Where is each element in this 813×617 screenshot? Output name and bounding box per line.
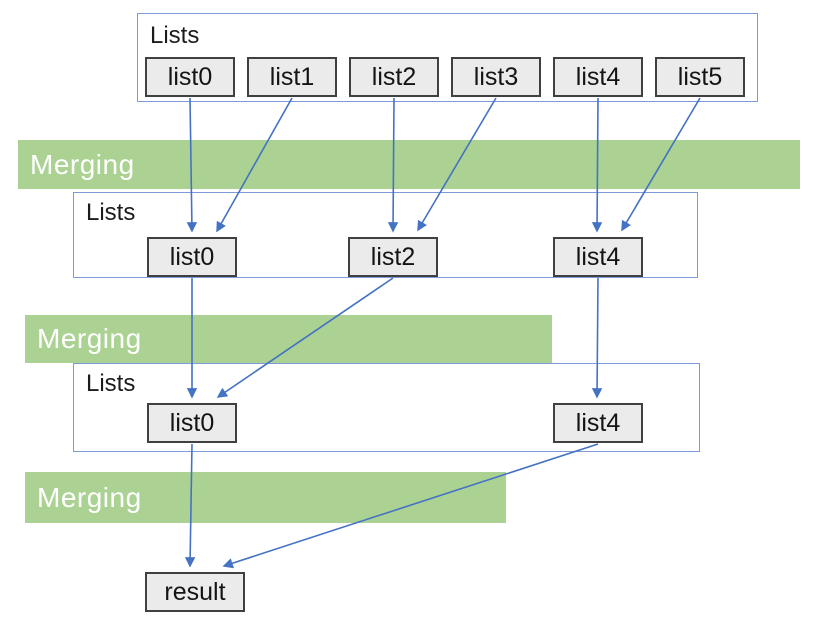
merging-band-2-label: Merging — [37, 323, 142, 354]
lists-group-stage-1-label: Lists — [150, 22, 200, 49]
stage1-list1-box: list1 — [247, 57, 337, 97]
stage1-list0-box: list0 — [145, 57, 235, 97]
stage2-list4-box: list4 — [553, 237, 643, 277]
stage3-list4-box: list4 — [553, 403, 643, 443]
merging-band-2: Merging — [25, 315, 552, 363]
stage3-list0-box: list0 — [147, 403, 237, 443]
merging-band-1-label: Merging — [30, 148, 135, 180]
merging-band-3-label: Merging — [37, 481, 142, 513]
merging-band-3: Merging — [25, 472, 506, 523]
stage1-list4-box: list4 — [553, 57, 643, 97]
lists-group-stage-2-label: Lists — [86, 199, 136, 226]
stage2-list0-box: list0 — [147, 237, 237, 277]
stage2-list2-box: list2 — [348, 237, 438, 277]
merging-band-1: Merging — [18, 140, 800, 189]
stage1-list2-box: list2 — [349, 57, 439, 97]
lists-group-stage-3-label: Lists — [86, 370, 136, 397]
result-box: result — [145, 572, 245, 612]
stage1-list3-box: list3 — [451, 57, 541, 97]
stage1-list5-box: list5 — [655, 57, 745, 97]
